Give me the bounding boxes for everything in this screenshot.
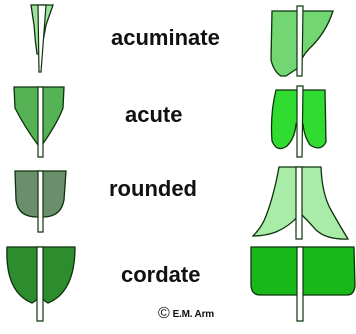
label-acuminate: acuminate <box>111 27 220 49</box>
right-second-leaf-midrib <box>297 86 303 157</box>
right-bottom-leaf-midrib <box>297 247 303 321</box>
cordate-leaf-base <box>7 247 75 321</box>
copyright-notice: © E.M. Arm <box>158 306 232 329</box>
copyright-symbol: © <box>158 306 170 322</box>
acute-leaf-base <box>14 87 64 157</box>
right-top-leaf-base <box>271 6 333 76</box>
right-third-leaf-midrib <box>296 167 302 239</box>
cordate-leaf-midrib <box>37 247 43 321</box>
label-rounded: rounded <box>109 178 197 200</box>
acuminate-leaf-base <box>31 5 53 72</box>
rounded-leaf-base <box>15 171 66 232</box>
right-third-leaf-base <box>253 167 348 239</box>
acuminate-leaf-midrib <box>38 5 46 72</box>
right-top-leaf-midrib <box>297 6 303 76</box>
copyright-text: E.M. Arm <box>173 309 214 320</box>
label-cordate: cordate <box>121 264 200 286</box>
right-second-leaf-base <box>272 86 327 157</box>
acute-leaf-midrib <box>38 87 43 157</box>
label-acute: acute <box>125 104 182 126</box>
right-bottom-leaf-base <box>251 247 355 321</box>
rounded-leaf-midrib <box>38 171 43 232</box>
